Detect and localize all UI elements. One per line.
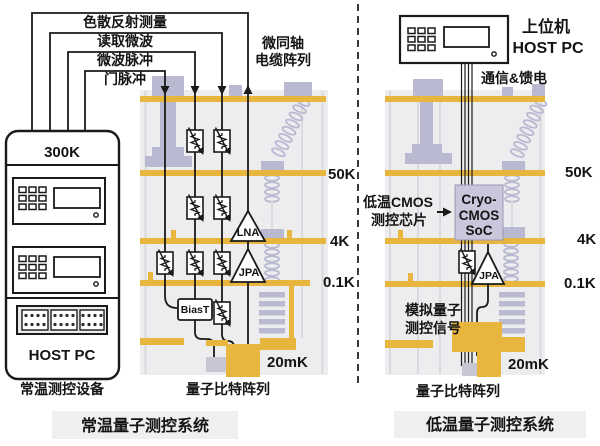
left-stage-labels: 50K 4K 0.1K 20mK <box>267 166 356 371</box>
right-qubit-chip-stage <box>385 322 525 377</box>
left-system-caption-text: 常温量子测控系统 <box>81 416 209 435</box>
attenuator-icon <box>156 248 175 278</box>
signal-label-microwave-pulse: 微波脉冲 <box>96 52 153 68</box>
right-cryostat-decorations <box>389 79 549 374</box>
host-pc-label-line1: 上位机 <box>522 17 570 36</box>
stage-label-4k: 4K <box>577 231 596 248</box>
right-fridge-components: Cryo- CMOS SoC JPA <box>454 184 506 285</box>
attenuator-icon <box>213 298 232 328</box>
down-arrow-icon <box>160 86 170 95</box>
rack-temp-label: 300K <box>44 144 80 161</box>
analog-signal-label: 模拟量子 测控信号 <box>405 302 461 336</box>
analog-label-line1: 模拟量子 <box>405 302 461 318</box>
right-chip-connector <box>462 363 477 376</box>
soc-label-line1: Cryo- <box>461 192 496 207</box>
left-qubit-chip-stage <box>140 338 296 377</box>
left-cryostat <box>140 76 328 375</box>
attenuator-icon <box>458 247 477 277</box>
instrument-panel-2 <box>12 246 106 294</box>
coax-array-label-line1: 微同轴 <box>261 35 304 51</box>
keypad-icon <box>407 27 436 52</box>
left-cryostat-decorations <box>144 76 324 374</box>
stage-label-50k: 50K <box>328 166 356 183</box>
lna-amplifier-icon <box>229 209 267 242</box>
cryo-cmos-pointer-label: 低温CMOS 测控芯片 <box>362 194 452 228</box>
jpa-amplifier-icon <box>229 247 267 283</box>
signal-label-readout-microwave: 读取微波 <box>97 33 154 49</box>
comm-power-label: 通信&馈电 <box>481 70 547 86</box>
bias-tee-label: BiasT <box>181 304 210 316</box>
right-qubit-array-caption: 量子比特阵列 <box>416 383 500 399</box>
right-system-caption-text: 低温量子测控系统 <box>425 415 554 434</box>
jpa-label: JPA <box>239 267 260 279</box>
cryo-cmos-soc-chip <box>454 184 504 241</box>
attenuator-icon <box>186 193 205 223</box>
stage-label-20mk: 20mK <box>508 356 549 373</box>
left-system-caption: 常温量子测控系统 <box>52 411 238 439</box>
display-screen <box>53 187 101 209</box>
display-screen <box>53 256 101 278</box>
power-led-icon <box>93 212 99 218</box>
connector-patch-panel <box>16 305 108 335</box>
left-fridge-components: LNA JPA BiasT <box>156 126 267 328</box>
signal-label-gate-pulse: 门脉冲 <box>104 71 146 87</box>
right-stage-labels: 50K 4K 0.1K 20mK <box>508 164 596 373</box>
stage-label-20mk: 20mK <box>267 354 308 371</box>
power-led-icon <box>93 281 99 287</box>
display-screen <box>443 26 490 48</box>
cmos-label-line1: 低温CMOS <box>362 194 433 210</box>
stage-label-01k: 0.1K <box>323 274 355 291</box>
attenuator-icon <box>213 126 232 156</box>
attenuator-icon <box>186 248 205 278</box>
right-system-caption: 低温量子测控系统 <box>394 411 586 438</box>
instrument-panel-1 <box>12 177 106 225</box>
right-jpa-label: JPA <box>479 270 499 282</box>
soc-label-line3: SoC <box>466 223 493 238</box>
cmos-label-line2: 测控芯片 <box>371 212 427 228</box>
right-arrow-icon <box>443 207 452 217</box>
power-led-icon <box>491 51 497 57</box>
attenuator-icon <box>213 193 232 223</box>
host-pc-label-line2: HOST PC <box>512 40 584 57</box>
left-qubit-chip <box>226 344 260 377</box>
room-temp-instrument-rack: 300K HOST PC <box>4 129 121 381</box>
right-qubit-chip <box>477 352 501 377</box>
left-chip-connector <box>206 357 226 372</box>
analog-label-line2: 测控信号 <box>405 320 461 336</box>
attenuator-icon <box>213 248 232 278</box>
signal-label-dispersive-readout: 色散反射测量 <box>83 14 167 30</box>
coax-array-label-line2: 电缆阵列 <box>255 52 311 68</box>
attenuator-icon <box>186 126 205 156</box>
left-device-caption: 常温测控设备 <box>20 381 105 397</box>
host-pc-device: 上位机 HOST PC 通信&馈电 <box>398 14 584 86</box>
keypad-icon <box>18 255 47 280</box>
rack-host-pc-label: HOST PC <box>29 347 96 364</box>
soc-label-line2: CMOS <box>459 208 500 223</box>
jpa-amplifier-icon <box>470 249 506 285</box>
down-arrow-icon <box>217 86 227 95</box>
lna-label: LNA <box>237 227 260 239</box>
stage-label-50k: 50K <box>565 164 593 181</box>
up-arrow-icon <box>243 85 253 94</box>
down-arrow-icon <box>190 86 200 95</box>
keypad-icon <box>18 186 47 211</box>
stage-label-4k: 4K <box>330 233 349 250</box>
stage-label-01k: 0.1K <box>564 275 596 292</box>
bias-tee-box <box>177 298 213 321</box>
left-qubit-array-caption: 量子比特阵列 <box>186 381 270 397</box>
